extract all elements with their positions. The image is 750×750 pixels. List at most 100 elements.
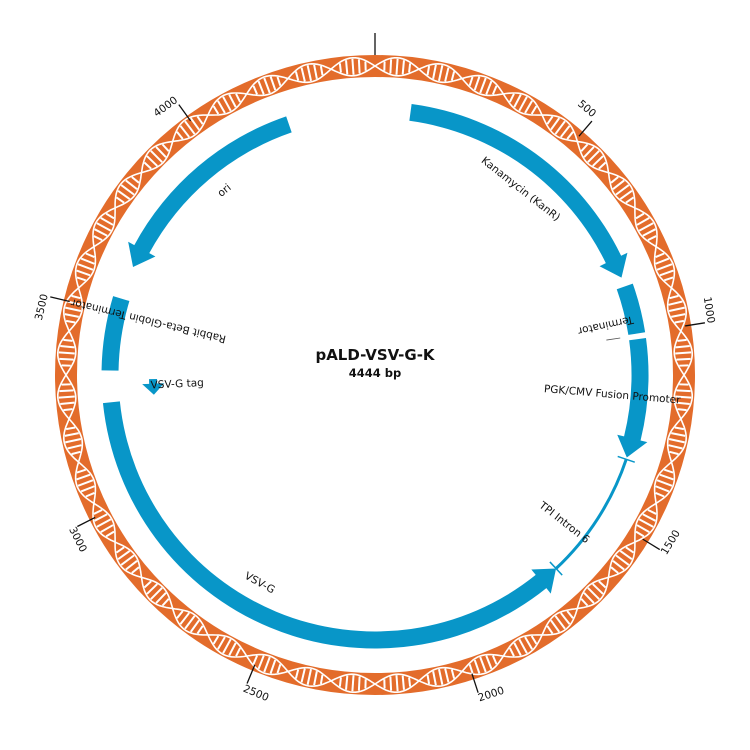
helix-rung <box>401 60 405 75</box>
helix-rung <box>663 276 674 282</box>
helix-rung <box>444 668 450 683</box>
helix-rung <box>351 675 355 692</box>
helix-rung <box>566 610 574 619</box>
helix-rung <box>93 235 103 242</box>
helix-rung <box>615 184 630 196</box>
helix-rung <box>80 485 95 493</box>
helix-rung <box>508 647 515 657</box>
helix-rung <box>598 161 607 170</box>
helix-rung <box>100 524 114 533</box>
helix-rung <box>508 93 515 103</box>
feature-arcs <box>101 103 649 649</box>
helix-rung <box>655 252 665 259</box>
tick-label: 3000 <box>66 525 89 554</box>
helix-rung <box>635 212 645 220</box>
helix-rung <box>76 276 87 282</box>
helix-rung <box>58 351 75 355</box>
helix-rung <box>189 117 200 131</box>
helix-rung <box>676 389 691 393</box>
helix-rung <box>71 294 81 300</box>
tick-label: 500 <box>575 98 598 120</box>
helix-rung <box>150 587 163 600</box>
helix-rung <box>76 468 87 474</box>
helix-rung <box>155 146 167 158</box>
helix-rung <box>669 294 679 300</box>
feature-vsv-g-tag <box>142 379 165 395</box>
helix-rung <box>619 550 633 561</box>
helix-rung <box>313 64 318 79</box>
helix-rung <box>668 300 683 306</box>
helix-rung <box>67 300 82 306</box>
helix-rung <box>96 222 112 232</box>
helix-rung <box>63 408 73 412</box>
helix-rung <box>636 217 650 226</box>
helix-rung <box>161 143 170 152</box>
helix-rung <box>300 668 306 683</box>
helix-rung <box>598 580 607 589</box>
helix-rung <box>491 85 498 95</box>
helix-rung <box>642 228 656 237</box>
helix-rung <box>252 655 259 665</box>
helix-rung <box>635 530 645 538</box>
helix-rung <box>161 598 170 607</box>
helix-rung <box>395 675 399 692</box>
helix-rung <box>674 319 685 324</box>
helix-rung <box>120 184 135 196</box>
helix-rung <box>674 426 685 431</box>
helix-rung <box>105 212 115 220</box>
helix-rung <box>675 345 690 349</box>
helix-rung <box>485 80 493 95</box>
helix-rung <box>668 438 685 444</box>
label-tpi-intron-6: TPI Intron 6 <box>536 499 592 546</box>
helix-rung <box>530 635 538 645</box>
helix-rung <box>131 566 140 574</box>
helix-rung <box>125 560 138 571</box>
helix-rung <box>592 155 604 167</box>
helix-rung <box>677 338 687 342</box>
tick-mark <box>642 538 661 551</box>
helix-rung <box>357 676 361 691</box>
tick-mark <box>685 322 705 327</box>
helix-rung <box>485 655 493 670</box>
tick-mark <box>246 664 256 684</box>
helix-rung <box>94 228 108 237</box>
helix-rung <box>184 120 196 135</box>
helix-rung <box>580 143 589 152</box>
helix-rung <box>468 76 474 87</box>
tick-label: 1000 <box>701 296 717 324</box>
helix-rung <box>432 64 437 79</box>
tick-label: 2000 <box>477 685 506 705</box>
label-leader-line <box>606 337 621 341</box>
helix-rung <box>655 491 665 498</box>
tick-label: 2500 <box>241 683 270 704</box>
helix-rung <box>587 150 600 163</box>
helix-rung <box>189 619 200 633</box>
helix-rung <box>155 592 167 604</box>
helix-rung <box>120 554 135 566</box>
helix-rung <box>115 546 125 554</box>
label-pgk-cmv-fusion-promoter: PGK/CMV Fusion Promoter <box>543 383 681 406</box>
helix-rung <box>401 675 405 690</box>
helix-rung <box>338 63 342 73</box>
helix-rung <box>668 306 685 312</box>
helix-rung <box>655 485 670 493</box>
helix-rung <box>566 131 574 140</box>
helix-rung <box>96 518 112 528</box>
helix-rung <box>468 663 474 674</box>
label-vsv-g-tag: VSV-G tag <box>150 377 204 391</box>
helix-rung <box>619 189 633 200</box>
helix-rung <box>612 179 625 190</box>
helix-rung <box>524 636 533 650</box>
helix-rung <box>546 625 554 635</box>
plasmid-name: pALD-VSV-G-K <box>315 346 435 364</box>
helix-rung <box>235 93 242 103</box>
helix-rung <box>438 668 444 685</box>
label-terminator: Terminator <box>576 313 635 337</box>
helix-rung <box>77 263 94 271</box>
helix-rung <box>125 179 138 190</box>
helix-rung <box>659 269 674 277</box>
helix-rung <box>675 401 690 405</box>
helix-rung <box>85 491 95 498</box>
helix-rung <box>671 313 686 318</box>
